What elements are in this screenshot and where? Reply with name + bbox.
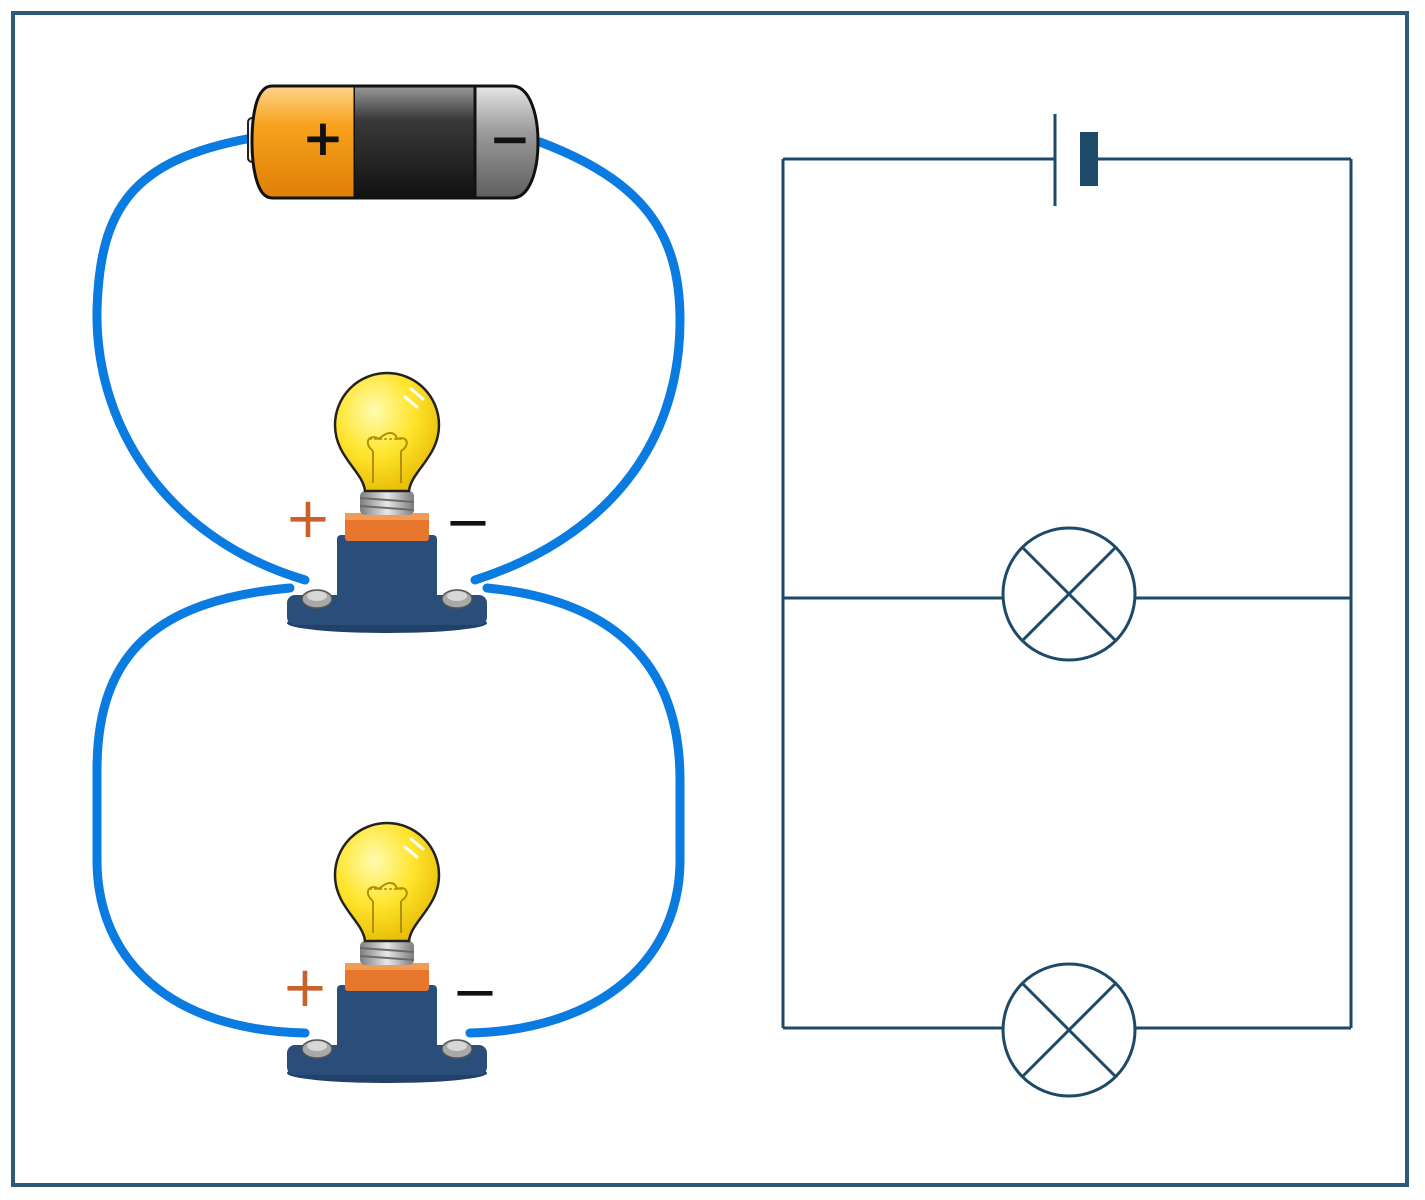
battery-positive-symbol: + — [302, 109, 344, 167]
bulb-1-plus-label: + — [285, 486, 332, 551]
schematic-circuit — [781, 157, 1353, 1030]
wire-battery-to-bulb1-plus — [92, 133, 310, 585]
bulb-2-minus-label: − — [452, 960, 499, 1025]
bulb-2-plus-label: + — [282, 955, 329, 1020]
schematic-cell-symbol — [1053, 114, 1098, 206]
schematic-lamp-2 — [1001, 962, 1137, 1098]
wire-battery-to-bulb1-minus — [470, 137, 685, 585]
bulb-1-minus-label: − — [445, 490, 492, 555]
battery-negative-symbol: − — [489, 110, 531, 168]
wire-bulb1-to-bulb2-right — [465, 583, 685, 1038]
pictorial-circuit: + − + − + − — [92, 84, 685, 1085]
wire-bulb1-to-bulb2-left — [92, 583, 310, 1038]
battery: + − — [247, 84, 540, 200]
schematic-lamp-1 — [1001, 526, 1137, 662]
